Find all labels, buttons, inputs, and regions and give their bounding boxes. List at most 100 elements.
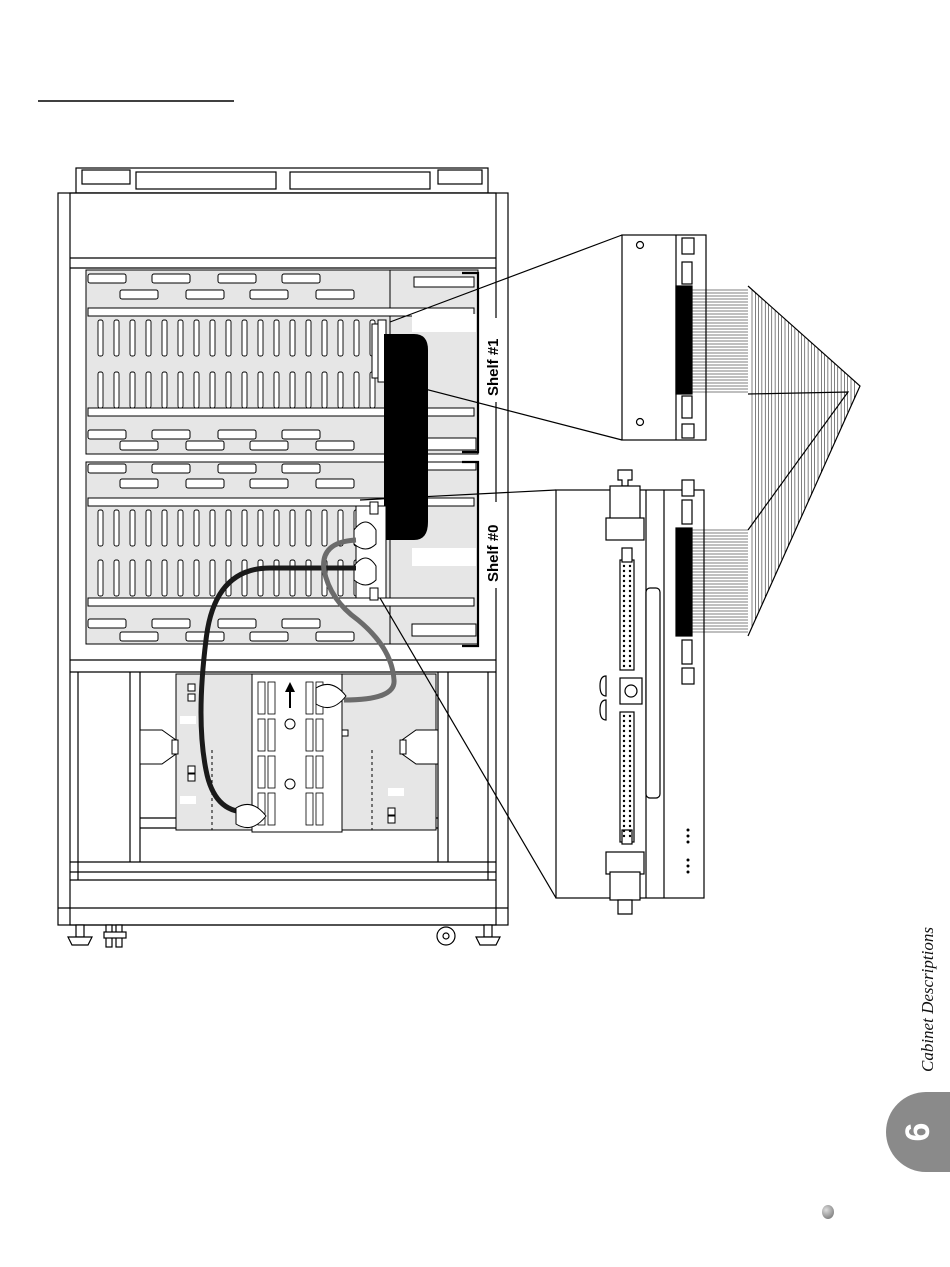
pin: [629, 635, 631, 637]
pin: [623, 795, 625, 797]
card-slot: [98, 560, 103, 596]
pin: [629, 820, 631, 822]
card-slot: [130, 372, 135, 408]
pin: [629, 605, 631, 607]
shelf-connector: [316, 479, 354, 488]
pin: [623, 565, 625, 567]
card-slot: [306, 372, 311, 408]
card-slot: [194, 510, 199, 546]
card-slot: [162, 510, 167, 546]
card-slot: [146, 372, 151, 408]
page-marker-dot: [822, 1205, 834, 1219]
card-slot: [242, 372, 247, 408]
pin: [623, 835, 625, 837]
card-slot: [98, 372, 103, 408]
shelf-connector: [282, 430, 320, 439]
shelf-connector: [218, 274, 256, 283]
card-slot: [178, 320, 183, 356]
module-slot: [258, 719, 265, 751]
shelf-connector: [120, 632, 158, 641]
pin: [629, 570, 631, 572]
pin: [629, 595, 631, 597]
card-slot: [194, 372, 199, 408]
card-slot: [322, 510, 327, 546]
card-slot: [226, 560, 231, 596]
pin: [623, 650, 625, 652]
card-slot: [242, 560, 247, 596]
shelf-connector: [250, 632, 288, 641]
module-slot: [268, 756, 275, 788]
card-slot: [130, 560, 135, 596]
pin: [629, 835, 631, 837]
pin: [623, 665, 625, 667]
card-slot: [290, 320, 295, 356]
card-slot: [178, 372, 183, 408]
shelf-connector: [282, 274, 320, 283]
pin: [623, 805, 625, 807]
pin: [629, 830, 631, 832]
card-slot: [274, 320, 279, 356]
card-slot: [210, 510, 215, 546]
pin: [629, 640, 631, 642]
pin: [623, 615, 625, 617]
detail-lower-connector: [556, 470, 704, 914]
pin: [623, 610, 625, 612]
pin: [623, 785, 625, 787]
shelf-connector: [152, 274, 190, 283]
card-slot: [306, 320, 311, 356]
shelf-0-connector: [354, 502, 386, 600]
pin: [623, 580, 625, 582]
shelf-connector: [218, 430, 256, 439]
card-slot: [242, 510, 247, 546]
shelf-connector: [186, 441, 224, 450]
pin: [623, 815, 625, 817]
pin: [623, 715, 625, 717]
pin: [629, 770, 631, 772]
shelf-connector: [120, 479, 158, 488]
card-slot: [258, 510, 263, 546]
pin: [687, 859, 690, 862]
card-slot: [338, 560, 343, 596]
shelf-connector: [152, 430, 190, 439]
pin: [623, 760, 625, 762]
module-slot: [268, 793, 275, 825]
module-slot: [258, 756, 265, 788]
pin: [629, 600, 631, 602]
pin: [629, 790, 631, 792]
shelf-connector: [316, 290, 354, 299]
pin: [623, 735, 625, 737]
pin: [629, 725, 631, 727]
pin: [623, 600, 625, 602]
pin: [687, 835, 690, 838]
card-slot: [354, 320, 359, 356]
card-slot: [178, 560, 183, 596]
pin: [623, 590, 625, 592]
pin: [629, 650, 631, 652]
card-slot: [146, 560, 151, 596]
pin: [629, 610, 631, 612]
shelf-connector: [218, 619, 256, 628]
pin: [623, 645, 625, 647]
card-slot: [162, 320, 167, 356]
shelf-connector: [282, 464, 320, 473]
shelf-connector: [88, 619, 126, 628]
ribbon-cable-loop-lines: [752, 290, 854, 627]
pin: [623, 780, 625, 782]
pin: [629, 765, 631, 767]
pin: [623, 830, 625, 832]
module-slot: [306, 756, 313, 788]
shelf-connector: [316, 632, 354, 641]
pin: [623, 625, 625, 627]
pin: [629, 775, 631, 777]
pin: [623, 585, 625, 587]
pin: [629, 580, 631, 582]
pin: [623, 745, 625, 747]
pin: [629, 800, 631, 802]
pin: [687, 865, 690, 868]
pin: [629, 575, 631, 577]
module-slot: [306, 719, 313, 751]
card-slot: [258, 372, 263, 408]
card-slot: [338, 320, 343, 356]
pin: [629, 620, 631, 622]
pin: [623, 595, 625, 597]
